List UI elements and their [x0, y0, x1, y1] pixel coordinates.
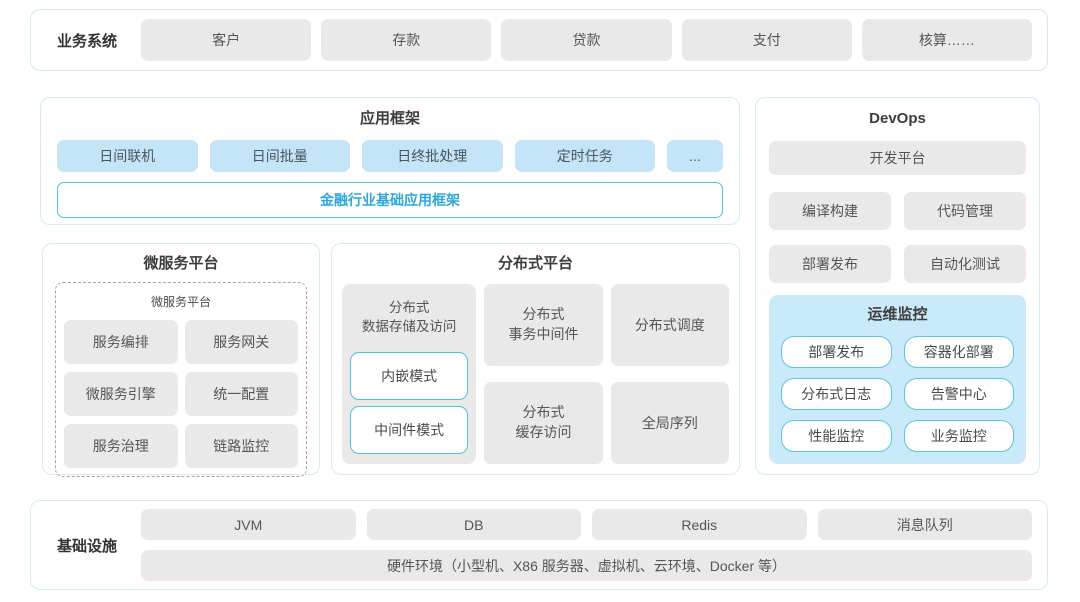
- microservice-panel: 微服务平台 微服务平台 服务编排 服务网关 微服务引擎 统一配置 服务治理 链路…: [42, 243, 320, 477]
- microservice-grid: 服务编排 服务网关 微服务引擎 统一配置 服务治理 链路监控: [64, 320, 298, 468]
- business-item-loan: 贷款: [501, 19, 672, 61]
- monitor-item-business: 业务监控: [903, 420, 1014, 452]
- devops-tool-code-mgmt: 代码管理: [904, 192, 1026, 230]
- base-framework-box: 金融行业基础应用框架: [57, 182, 723, 218]
- infrastructure-items-row: JVM DB Redis 消息队列: [141, 509, 1032, 540]
- distributed-storage-label: 分布式 数据存储及访问: [361, 300, 457, 334]
- ms-item-gateway: 服务网关: [184, 320, 298, 364]
- app-framework-modules-row: 日间联机 日间批量 日终批处理 定时任务 ...: [57, 140, 723, 172]
- app-framework-panel: 应用框架 日间联机 日间批量 日终批处理 定时任务 ... 金融行业基础应用框架: [40, 97, 740, 225]
- microservice-inner-title: 微服务平台: [150, 295, 211, 309]
- devops-title: DevOps: [869, 110, 926, 127]
- business-item-payment: 支付: [681, 19, 852, 61]
- microservice-title: 微服务平台: [143, 255, 219, 272]
- infra-item-message-queue: 消息队列: [817, 509, 1032, 540]
- monitor-item-distributed-log: 分布式日志: [781, 378, 892, 410]
- infrastructure-label: 基础设施: [56, 537, 117, 555]
- business-items-row: 客户 存款 贷款 支付 核算……: [141, 19, 1033, 61]
- storage-mode-middleware: 中间件模式: [350, 405, 469, 454]
- infra-item-redis: Redis: [592, 509, 807, 540]
- infra-item-db: DB: [366, 509, 581, 540]
- infrastructure-content: JVM DB Redis 消息队列 硬件环境（小型机、X86 服务器、虚拟机、云…: [141, 509, 1032, 581]
- ops-monitoring-panel: 运维监控 部署发布 容器化部署 分布式日志 告警中心 性能监控 业务监控: [769, 295, 1026, 464]
- ops-monitoring-title: 运维监控: [867, 306, 928, 323]
- devops-panel: DevOps 开发平台 编译构建 代码管理 部署发布 自动化测试 运维监控 部署…: [755, 97, 1040, 475]
- ms-item-governance: 服务治理: [64, 424, 178, 468]
- business-item-customer: 客户: [141, 19, 312, 61]
- ms-item-orchestration: 服务编排: [64, 320, 178, 364]
- distributed-right-column: 分布式调度 全局序列: [610, 284, 729, 464]
- ms-item-engine: 微服务引擎: [64, 372, 178, 416]
- devops-tool-auto-test: 自动化测试: [904, 245, 1026, 283]
- devops-tool-deploy: 部署发布: [769, 245, 891, 283]
- app-module-scheduled-task: 定时任务: [514, 140, 655, 172]
- business-item-deposit: 存款: [321, 19, 492, 61]
- app-module-daytime-online: 日间联机: [57, 140, 198, 172]
- monitor-item-performance: 性能监控: [781, 420, 892, 452]
- app-module-more: ...: [667, 140, 723, 172]
- infrastructure-panel: 基础设施 JVM DB Redis 消息队列 硬件环境（小型机、X86 服务器、…: [30, 500, 1048, 590]
- microservice-inner-box: 微服务平台 服务编排 服务网关 微服务引擎 统一配置 服务治理 链路监控: [55, 282, 307, 477]
- ms-item-trace-monitor: 链路监控: [184, 424, 298, 468]
- devops-tool-build: 编译构建: [769, 192, 891, 230]
- app-framework-title: 应用框架: [359, 110, 420, 127]
- infra-hardware-environment: 硬件环境（小型机、X86 服务器、虚拟机、云环境、Docker 等）: [141, 550, 1032, 581]
- distributed-columns: 分布式 数据存储及访问 内嵌模式 中间件模式 分布式 事务中间件 分布式 缓存访…: [342, 284, 729, 464]
- monitor-item-deploy: 部署发布: [781, 336, 892, 368]
- app-module-daytime-batch: 日间批量: [209, 140, 350, 172]
- distributed-storage-box: 分布式 数据存储及访问 内嵌模式 中间件模式: [342, 284, 477, 464]
- storage-mode-embedded: 内嵌模式: [350, 351, 469, 400]
- monitor-item-container-deploy: 容器化部署: [903, 336, 1014, 368]
- infra-item-jvm: JVM: [141, 509, 356, 540]
- dist-cell-cache-access: 分布式 缓存访问: [484, 382, 603, 464]
- distributed-panel: 分布式平台 分布式 数据存储及访问 内嵌模式 中间件模式 分布式 事务中间件 分…: [331, 243, 740, 475]
- app-module-eod-batch: 日终批处理: [362, 140, 503, 172]
- monitor-item-alert-center: 告警中心: [903, 378, 1014, 410]
- ops-monitoring-grid: 部署发布 容器化部署 分布式日志 告警中心 性能监控 业务监控: [781, 336, 1014, 452]
- business-systems-label: 业务系统: [56, 32, 117, 50]
- ms-item-unified-config: 统一配置: [184, 372, 298, 416]
- dist-cell-global-sequence: 全局序列: [610, 382, 729, 464]
- dist-cell-transaction-middleware: 分布式 事务中间件: [484, 284, 603, 366]
- devops-dev-platform: 开发平台: [769, 141, 1026, 175]
- distributed-title: 分布式平台: [497, 255, 573, 272]
- dist-cell-scheduling: 分布式调度: [610, 284, 729, 366]
- distributed-middle-column: 分布式 事务中间件 分布式 缓存访问: [484, 284, 603, 464]
- business-systems-panel: 业务系统 客户 存款 贷款 支付 核算……: [30, 9, 1048, 71]
- devops-tools-grid: 编译构建 代码管理 部署发布 自动化测试: [769, 192, 1026, 283]
- business-item-accounting: 核算……: [861, 19, 1033, 61]
